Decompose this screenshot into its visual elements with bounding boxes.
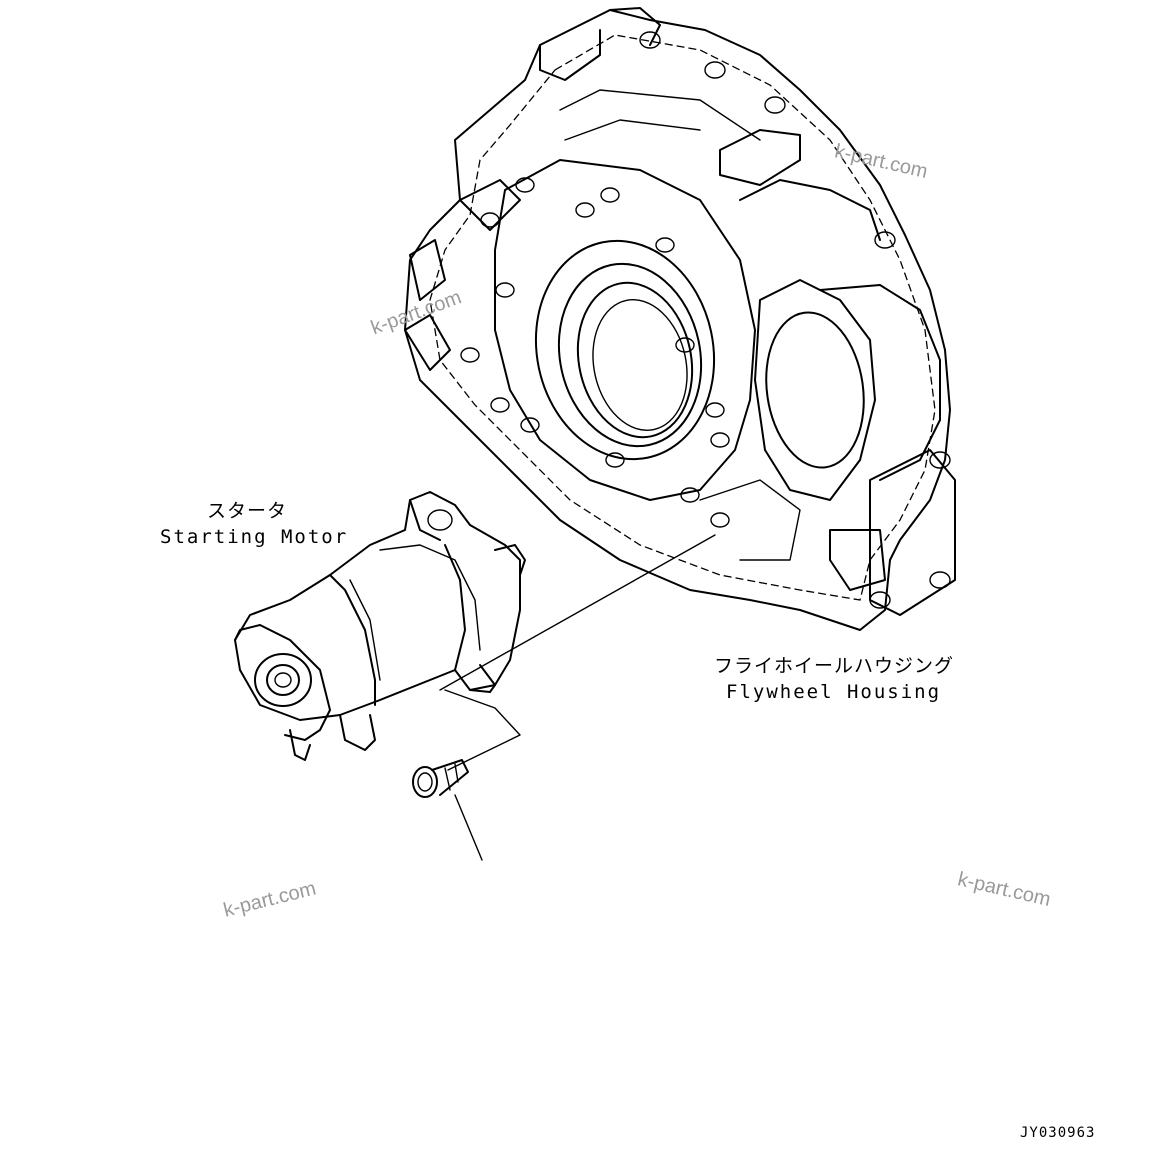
bolt-drawing — [412, 759, 469, 798]
starting-motor-label-jp: スタータ — [207, 500, 288, 522]
starting-motor-drawing — [234, 491, 526, 761]
flywheel-housing-drawing — [404, 7, 956, 631]
drawing-code: JY030963 — [1020, 1125, 1096, 1141]
flywheel-housing-label: Flywheel Housing — [726, 681, 942, 703]
starting-motor-label: Starting Motor — [160, 526, 349, 548]
flywheel-housing-label-jp: フライホイールハウジング — [714, 655, 955, 677]
assembly-leader-lines — [439, 534, 716, 861]
